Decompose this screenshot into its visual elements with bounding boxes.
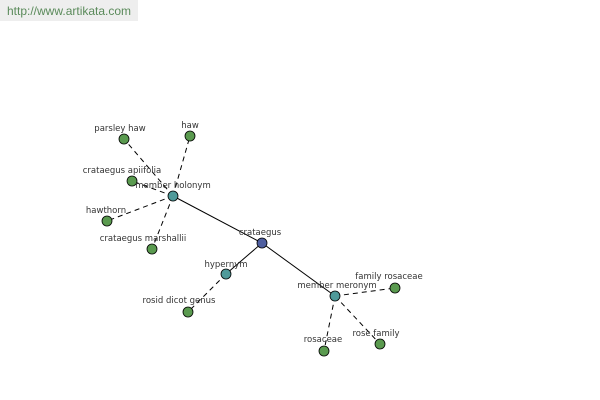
edge-hypernym <box>225 242 263 275</box>
edge-family-rosaceae <box>334 287 396 297</box>
node-rosid-dicot-genus-label: rosid dicot genus <box>143 296 216 306</box>
edge-rosaceae <box>323 295 336 352</box>
node-rosaceae-label: rosaceae <box>304 335 343 345</box>
node-hawthorn-label: hawthorn <box>86 206 126 216</box>
edge-crataegus-apiifolia <box>131 180 174 197</box>
node-haw-label: haw <box>181 121 199 131</box>
node-family-rosaceae[interactable] <box>389 282 401 294</box>
node-rosid-dicot-genus[interactable] <box>182 306 194 318</box>
edge-rose-family <box>334 295 381 345</box>
node-family-rosaceae-label: family rosaceae <box>355 272 422 282</box>
node-crataegus-apiifolia-label: crataegus apiifolia <box>83 166 162 176</box>
node-hypernym-label: hypernym <box>204 260 247 270</box>
source-url-link[interactable]: http://www.artikata.com <box>7 4 132 18</box>
edge-crataegus-marshallii <box>151 195 174 250</box>
node-hawthorn[interactable] <box>101 215 113 227</box>
node-member-meronym-label: member meronym <box>297 281 376 291</box>
edge-member-holonym <box>172 195 263 244</box>
edge-haw <box>172 135 191 197</box>
node-crataegus-apiifolia[interactable] <box>126 175 138 187</box>
node-member-meronym[interactable] <box>329 290 341 302</box>
node-rose-family-label: rose family <box>352 329 399 339</box>
edge-hawthorn <box>106 195 174 222</box>
node-member-holonym[interactable] <box>167 190 179 202</box>
node-parsley-haw-label: parsley haw <box>94 124 145 134</box>
node-rosaceae[interactable] <box>318 345 330 357</box>
node-crataegus[interactable] <box>256 237 268 249</box>
edge-rosid-dicot-genus <box>187 273 227 313</box>
edge-member-meronym <box>261 242 336 297</box>
labels-layer: crataegus member holonym hypernym member me… <box>83 121 423 345</box>
edge-parsley-haw <box>123 138 174 197</box>
node-hypernym[interactable] <box>220 268 232 280</box>
node-rose-family[interactable] <box>374 338 386 350</box>
node-crataegus-marshallii[interactable] <box>146 243 158 255</box>
source-banner: http://www.artikata.com <box>0 0 138 21</box>
node-crataegus-marshallii-label: crataegus marshallii <box>100 234 187 244</box>
nodes-layer <box>101 130 401 357</box>
node-member-holonym-label: member holonym <box>135 181 210 191</box>
node-crataegus-label: crataegus <box>239 228 282 238</box>
edges-layer <box>106 135 396 352</box>
node-haw[interactable] <box>184 130 196 142</box>
node-parsley-haw[interactable] <box>118 133 130 145</box>
